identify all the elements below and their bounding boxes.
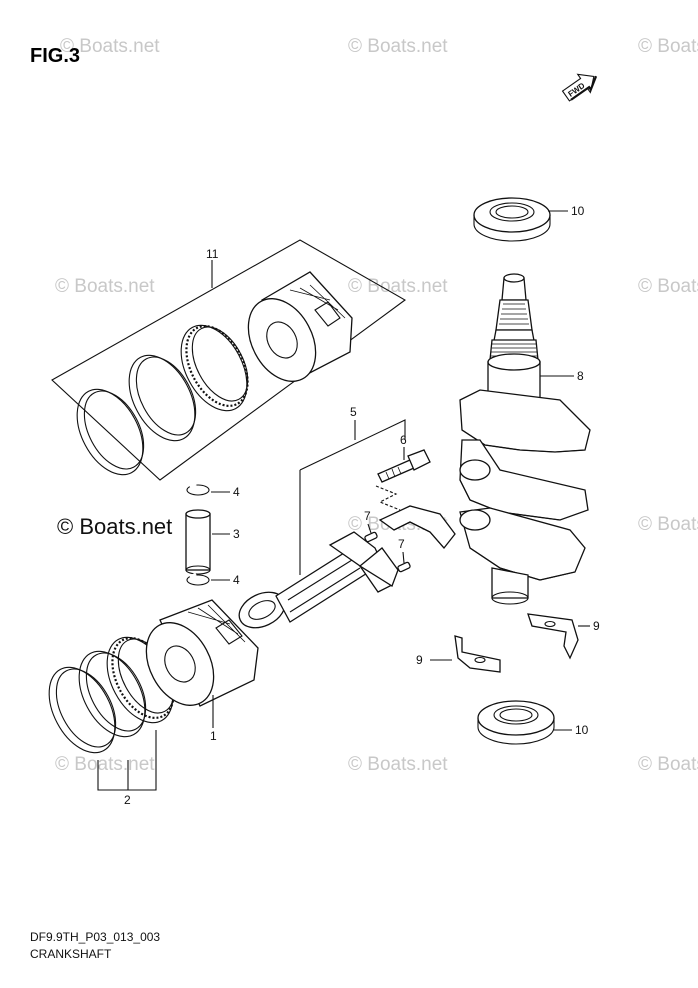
fwd-arrow-icon: FWD [561,73,598,102]
circlip-upper [186,482,210,496]
callout-7-lower: 7 [398,537,405,551]
leader-line [299,419,406,575]
oil-seal-upper [473,197,551,242]
crankshaft [459,273,591,605]
circlip-lower [186,572,210,586]
leader-line [367,523,372,534]
leader-line [402,551,405,564]
figure-code: DF9.9TH_P03_013_003 [30,930,160,944]
callout-9-left: 9 [416,653,423,667]
watermark: © Boats.net [348,36,448,57]
callout-8: 8 [577,369,584,383]
cap-bolt [377,449,431,483]
watermark-highlight: © Boats.net [57,514,172,539]
connecting-rod [238,531,399,629]
callout-4-upper: 4 [233,485,240,499]
crank-bearing-right [527,613,579,660]
callout-11: 11 [206,247,219,261]
piston-pin [185,509,211,575]
watermark: © Boats.net [55,754,155,775]
callout-9-right: 9 [593,619,600,633]
crank-bearing-left [454,635,501,673]
callout-5: 5 [350,405,357,419]
piston-ring-kit [51,239,407,481]
callout-10-lower: 10 [575,723,589,737]
leader-line [97,730,157,791]
callout-10-upper: 10 [571,204,585,218]
dowel-pin [397,561,411,573]
watermark: © Boats.net [638,514,698,535]
watermark: © Boats.net [638,276,698,297]
callout-3: 3 [233,527,240,541]
callout-6: 6 [400,433,407,447]
figure-title: FIG.3 [30,45,80,67]
watermark: © Boats.net [348,754,448,775]
connecting-rod-cap [378,505,456,550]
watermark: © Boats.net [638,36,698,57]
callout-4-lower: 4 [233,573,240,587]
leader-line [375,485,401,511]
watermark: © Boats.net [60,36,160,57]
dowel-pin [364,531,378,543]
callout-2: 2 [124,793,131,807]
callout-1: 1 [210,729,217,743]
figure-caption: CRANKSHAFT [30,947,112,961]
watermark: © Boats.net [348,276,448,297]
piston [145,599,259,707]
callout-7-upper: 7 [364,509,371,523]
watermark: © Boats.net [55,276,155,297]
watermark: © Boats.net [638,754,698,775]
oil-seal-lower [477,700,555,745]
